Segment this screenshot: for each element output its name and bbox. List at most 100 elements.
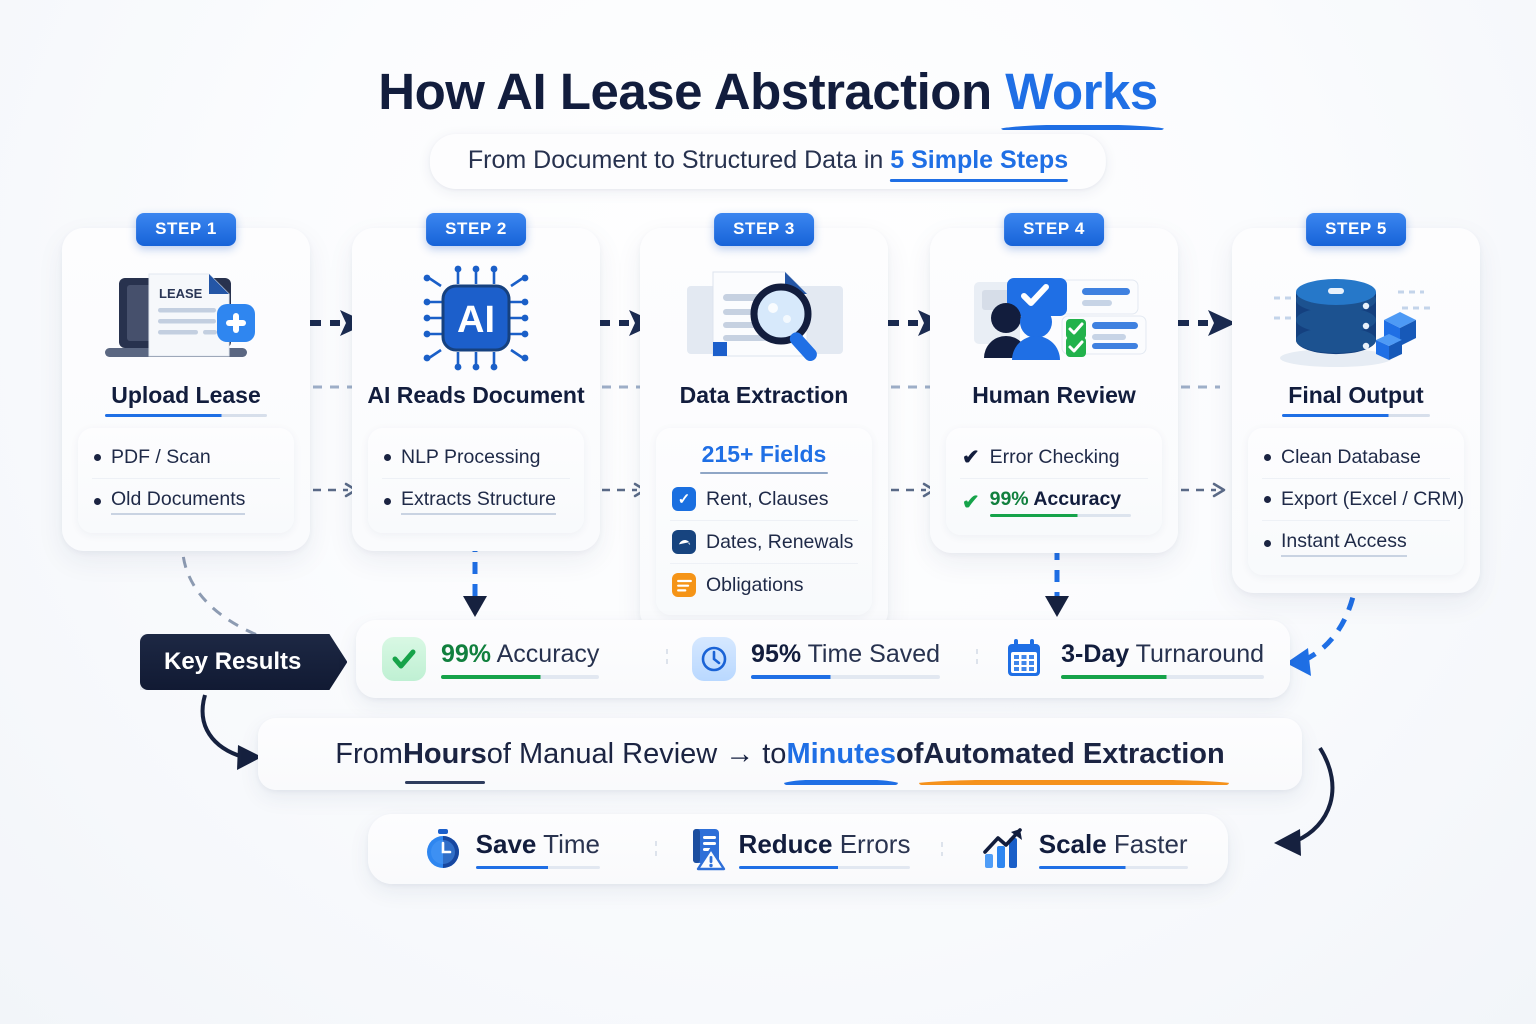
list-item[interactable]: Clean Database bbox=[1262, 437, 1450, 478]
benefit-bold: Save bbox=[475, 829, 537, 859]
list-item-label: PDF / Scan bbox=[111, 446, 211, 468]
list-item-label: Export (Excel / CRM) bbox=[1281, 488, 1465, 510]
list-item-label: NLP Processing bbox=[401, 446, 541, 468]
list-item[interactable]: Old Documents bbox=[92, 478, 280, 524]
check-dark-icon: ✔ bbox=[962, 446, 980, 469]
result-accuracy-text: 99% Accuracy bbox=[441, 639, 600, 679]
list-item[interactable]: PDF / Scan bbox=[92, 437, 280, 478]
check-green-icon bbox=[382, 637, 426, 681]
list-item-label: Extracts Structure bbox=[401, 488, 556, 515]
step-badge-4: STEP 4 bbox=[1004, 213, 1104, 246]
bullet-dot-icon bbox=[94, 498, 101, 505]
benefit-scale-faster[interactable]: Scale Faster bbox=[941, 828, 1228, 870]
list-item-label: Clean Database bbox=[1281, 446, 1421, 468]
list-item-label: Rent, Clauses bbox=[706, 487, 829, 510]
subtitle-text: From Document to Structured Data in bbox=[467, 146, 891, 174]
step-art-3 bbox=[656, 262, 872, 374]
benefit-reduce-errors[interactable]: Reduce Errors bbox=[654, 827, 942, 871]
page-title: How AI Lease Abstraction Works bbox=[0, 62, 1536, 121]
step-card-3[interactable]: STEP 3 Data Extraction bbox=[640, 213, 888, 633]
subtitle-pill: From Document to Structured Data in 5 Si… bbox=[429, 134, 1107, 189]
result-time-value: 95% bbox=[751, 639, 802, 668]
step-bullets-4: ✔ Error Checking ✔ 99% Accuracy bbox=[946, 428, 1162, 535]
clock-icon bbox=[692, 637, 737, 681]
benefit-bold: Scale bbox=[1038, 829, 1107, 859]
list-item[interactable]: ✔ 99% Accuracy bbox=[960, 478, 1148, 526]
key-results-bar: 99% Accuracy 95% Time Saved bbox=[356, 620, 1290, 698]
result-time-saved[interactable]: 95% Time Saved bbox=[666, 637, 976, 681]
bullet-dot-icon bbox=[94, 454, 101, 461]
step-art-5 bbox=[1248, 262, 1464, 374]
check-green-icon: ✔ bbox=[962, 491, 980, 514]
transform-p3: to bbox=[762, 737, 787, 770]
step-badge-5: STEP 5 bbox=[1306, 213, 1406, 246]
transform-p1: From bbox=[335, 737, 403, 770]
calendar-navy-icon bbox=[672, 530, 696, 554]
list-item[interactable]: Export (Excel / CRM) bbox=[1262, 478, 1464, 520]
step-bullets-2: NLP Processing Extracts Structure bbox=[368, 428, 584, 533]
list-item[interactable]: NLP Processing bbox=[382, 437, 570, 478]
benefit-scale-faster-text: Scale Faster bbox=[1038, 829, 1188, 869]
step-card-2[interactable]: STEP 2 AI bbox=[352, 213, 600, 551]
benefit-save-time[interactable]: Save Time bbox=[368, 828, 655, 870]
step-card-4[interactable]: STEP 4 bbox=[930, 213, 1178, 553]
svg-text:AI: AI bbox=[457, 299, 495, 341]
arrow-right-icon: → bbox=[725, 737, 755, 770]
bullet-dot-icon bbox=[1264, 540, 1271, 547]
list-item[interactable]: Dates, Renewals bbox=[670, 520, 858, 563]
step-title-5: Final Output bbox=[1282, 382, 1431, 418]
list-item[interactable]: ✔ Error Checking bbox=[960, 437, 1148, 478]
list-item[interactable]: Instant Access bbox=[1262, 520, 1450, 566]
result-time-text: 95% Time Saved bbox=[751, 639, 941, 679]
svg-text:LEASE: LEASE bbox=[159, 286, 203, 301]
benefit-bold: Reduce bbox=[738, 829, 833, 859]
document-alert-icon bbox=[686, 827, 726, 871]
bullet-dot-icon bbox=[1264, 496, 1271, 503]
result-turnaround-text: 3-Day Turnaround bbox=[1061, 640, 1264, 679]
step-card-5[interactable]: STEP 5 bbox=[1232, 213, 1480, 593]
laptop-document-upload-icon: LEASE bbox=[105, 273, 255, 357]
fields-count-heading: 215+ Fields bbox=[670, 437, 858, 478]
list-item-label: Instant Access bbox=[1281, 530, 1407, 557]
bullet-dot-icon bbox=[384, 498, 391, 505]
step-title-3: Data Extraction bbox=[679, 382, 849, 408]
list-item[interactable]: ✓ Rent, Clauses bbox=[670, 478, 858, 520]
transform-minutes: Minutes bbox=[786, 737, 896, 770]
step-badge-3: STEP 3 bbox=[714, 213, 814, 246]
document-magnifier-icon bbox=[687, 271, 843, 361]
accuracy-label: Accuracy bbox=[1028, 488, 1122, 510]
transform-automated: Automated Extraction bbox=[923, 737, 1225, 770]
result-turnaround[interactable]: 3-Day Turnaround bbox=[976, 637, 1290, 681]
benefit-save-time-text: Save Time bbox=[475, 829, 601, 869]
step-title-2: AI Reads Document bbox=[367, 382, 585, 408]
step-bullets-5: Clean Database Export (Excel / CRM) Inst… bbox=[1248, 428, 1464, 575]
database-cubes-icon bbox=[1274, 279, 1432, 367]
list-item[interactable]: Obligations bbox=[670, 563, 858, 606]
result-accuracy[interactable]: 99% Accuracy bbox=[356, 637, 666, 681]
result-turnaround-label: Turnaround bbox=[1129, 639, 1265, 668]
benefits-bar: Save Time Reduce Errors bbox=[368, 814, 1228, 884]
list-item-label: Error Checking bbox=[989, 446, 1120, 468]
list-item[interactable]: Extracts Structure bbox=[382, 478, 570, 524]
step-title-4: Human Review bbox=[972, 382, 1136, 408]
transform-statement-bar: From Hours of Manual Review → to Minutes… bbox=[258, 718, 1302, 790]
step-card-1[interactable]: STEP 1 LEASE Upload Lease bbox=[62, 213, 310, 551]
step-bullets-3: 215+ Fields ✓ Rent, Clauses Dates, Renew… bbox=[656, 428, 872, 615]
calendar-icon bbox=[1002, 637, 1046, 681]
step-badge-1: STEP 1 bbox=[136, 213, 236, 246]
step-art-1: LEASE bbox=[78, 262, 294, 374]
page-title-highlight: Works bbox=[1005, 63, 1158, 120]
transform-p4: of bbox=[896, 737, 924, 770]
step-bullets-1: PDF / Scan Old Documents bbox=[78, 428, 294, 533]
benefit-reduce-errors-text: Reduce Errors bbox=[738, 829, 911, 869]
benefit-rest: Errors bbox=[832, 829, 911, 859]
page-title-main: How AI Lease Abstraction bbox=[378, 63, 1006, 120]
people-checklist-icon bbox=[974, 278, 1147, 360]
accuracy-metric: 99% Accuracy bbox=[989, 488, 1131, 517]
list-item-label: Obligations bbox=[706, 573, 804, 596]
growth-chart-icon bbox=[982, 828, 1026, 870]
result-accuracy-value: 99% bbox=[441, 639, 492, 668]
step-title-1: Upload Lease bbox=[105, 382, 267, 418]
result-turnaround-value: 3-Day bbox=[1061, 639, 1130, 668]
